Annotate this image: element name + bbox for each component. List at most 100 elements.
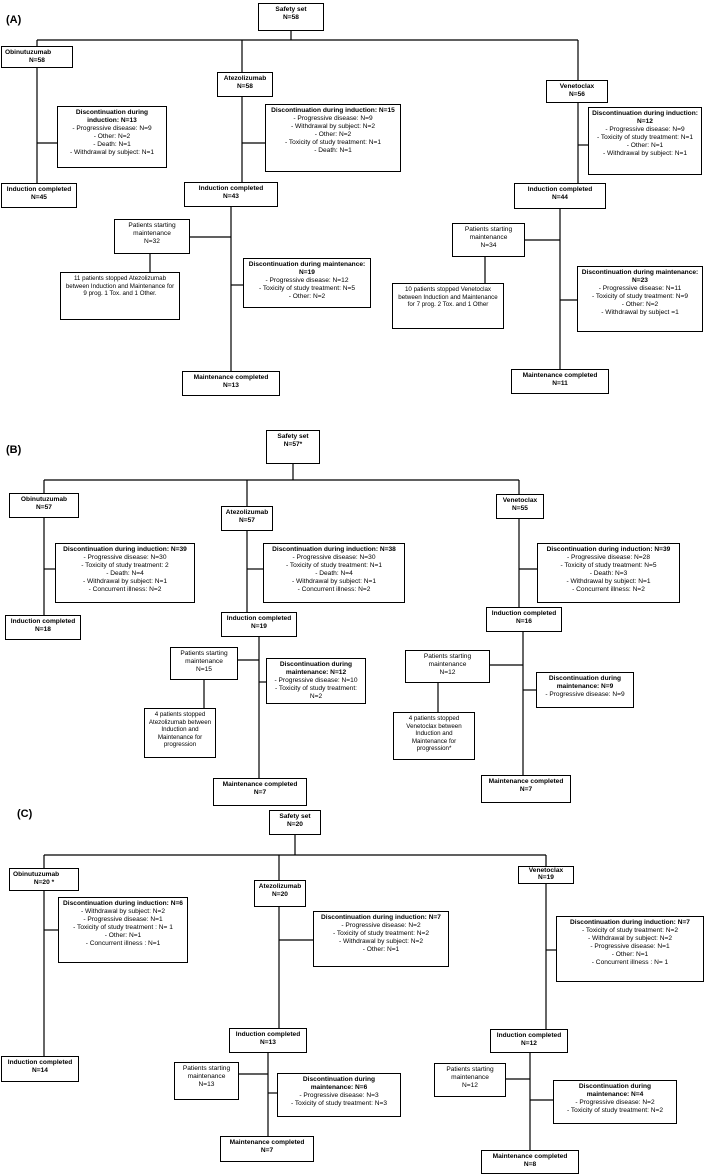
a-vene-start-n: N=34 [480,242,497,250]
b-obi-disc-induction: Discontinuation during induction: N=39 -… [55,543,195,603]
a-obi-n: N=58 [29,57,45,65]
c-vene-disc-item: - Progressive disease: N=1 [590,943,670,951]
b-atezo-disc-item: - Toxicity of study treatment: N=1 [285,562,383,570]
a-vene-dm-item: - Withdrawal by subject =1 [601,309,679,317]
a-atezo-disc-induction: Discontinuation during induction: N=15 -… [265,104,401,172]
b-vene-ind-n: N=16 [516,618,532,626]
c-vene-ind-title: Induction completed [496,1032,562,1039]
c-atezo-start-title: Patients starting maintenance [182,1065,231,1081]
c-vene-maintenance-completed: Maintenance completed N=8 [481,1150,579,1174]
a-vene-starting-maintenance: Patients starting maintenance N=34 [452,223,525,257]
b-atezo-dm-item: - Progressive disease: N=10 [274,677,358,685]
b-obi-disc-item: - Death: N=4 [106,570,144,578]
b-atezo-dm-title: Discontinuation during maintenance: N=12 [279,661,353,677]
a-safety-set: Safety set N=58 [258,3,324,31]
b-vene-name: Venetoclax [502,497,538,504]
a-obi-disc-item: - Death: N=1 [93,141,131,149]
c-obi-disc-title: Discontinuation during induction: N=6 [63,900,183,907]
c-vene-mc-title: Maintenance completed [492,1153,568,1160]
c-atezo-maintenance-completed: Maintenance completed N=7 [220,1136,314,1162]
a-obi-disc-item: - Withdrawal by subject: N=1 [69,149,155,157]
b-obi-induction-completed: Induction completed N=18 [5,615,81,640]
c-obi-ind-n: N=14 [32,1067,48,1075]
b-atezo-disc-maintenance: Discontinuation during maintenance: N=12… [266,658,366,704]
c-atezo-disc-item: - Toxicity of study treatment: N=2 [332,930,430,938]
c-obi-disc-induction: Discontinuation during induction: N=6 - … [58,897,188,963]
b-atezo-disc-induction: Discontinuation during induction: N=38 -… [263,543,405,603]
c-vene-disc-item: - Other: N=1 [611,951,649,959]
b-vene-start-n: N=12 [439,669,456,677]
c-atezo-name: Atezolizumab [258,883,302,890]
a-obi-induction-completed: Induction completed N=45 [1,183,77,208]
b-atezo-dm-item: - Toxicity of study treatment: N=2 [275,685,357,701]
a-vene-dm-item: - Toxicity of study treatment: N=9 [591,293,689,301]
b-atezo-disc-title: Discontinuation during induction: N=38 [272,546,396,553]
b-atezo-disc-item: - Death: N=4 [315,570,353,578]
b-vene-starting-maintenance: Patients starting maintenance N=12 [405,650,490,683]
a-atezo-mc-n: N=13 [223,382,239,390]
b-atezolizumab-arm: Atezolizumab N=57 [221,506,273,531]
b-atezo-n: N=57 [239,517,255,525]
b-atezo-ind-n: N=19 [251,623,267,631]
b-obi-n: N=57 [36,504,52,512]
a-vene-ind-title: Induction completed [527,186,593,193]
b-vene-ind-title: Induction completed [491,610,557,617]
b-vene-mc-n: N=7 [519,786,533,794]
a-atezo-dm-title: Discontinuation during maintenance: N=19 [248,261,366,277]
a-safety-n: N=58 [283,14,299,22]
c-vene-induction-completed: Induction completed N=12 [490,1029,568,1053]
c-obi-disc-item: - Other: N=1 [104,932,142,940]
c-vene-disc-induction: Discontinuation during induction: N=7 - … [556,916,704,982]
a-vene-mc-n: N=11 [552,380,568,388]
b-atezo-stopped-note: 4 patients stopped Atezolizumab between … [144,708,216,758]
a-obi-disc-induction: Discontinuation during induction: N=13 -… [57,106,167,168]
c-vene-start-title: Patients starting maintenance [446,1066,494,1082]
a-vene-start-title: Patients starting maintenance [464,226,513,242]
a-vene-stopped-note: 10 patients stopped Venetoclax between I… [392,283,504,329]
b-obi-ind-n: N=18 [35,626,51,634]
c-atezo-induction-completed: Induction completed N=13 [229,1028,307,1053]
a-obi-ind-title: Induction completed [6,186,72,193]
panel-label-c: (C) [17,808,33,820]
b-atezo-disc-item: - Concurrent illness: N=2 [297,586,371,594]
b-vene-dm-title: Discontinuation during maintenance: N=9 [548,675,622,691]
a-obi-disc-title: Discontinuation during induction: N=13 [75,109,149,125]
b-atezo-mc-n: N=7 [253,789,267,797]
c-obi-n: N=20 * [33,879,55,887]
b-atezo-mc-title: Maintenance completed [222,781,298,788]
c-atezo-mc-n: N=7 [260,1147,274,1155]
a-obi-name: Obinutuzumab [5,49,52,56]
b-vene-mc-title: Maintenance completed [488,778,564,785]
c-atezo-disc-title: Discontinuation during induction: N=7 [321,914,441,921]
a-atezo-mc-title: Maintenance completed [193,374,269,381]
c-atezo-disc-item: - Progressive disease: N=2 [341,922,421,930]
a-vene-dm-item: - Other: N=2 [621,301,659,309]
c-vene-name: Venetoclax [528,867,564,874]
c-venetoclax-arm: Venetoclax N=19 [518,866,574,884]
a-vene-disc-induction: Discontinuation during induction: N=12 -… [588,107,702,175]
b-vene-disc-item: - Death: N=3 [589,570,628,578]
a-atezo-dm-item: - Other: N=2 [288,293,326,301]
c-obi-disc-item: - Toxicity of study treatment : N= 1 [73,924,173,932]
c-obinutuzumab-arm: Obinutuzumab N=20 * [9,868,79,891]
c-vene-ind-n: N=12 [521,1040,537,1048]
a-atezo-start-n: N=32 [144,238,160,246]
a-atezo-ind-n: N=43 [223,193,239,201]
a-vene-dm-title: Discontinuation during maintenance: N=23 [581,269,699,285]
b-atezo-name: Atezolizumab [225,509,269,516]
b-atezo-ind-title: Induction completed [226,615,292,622]
a-atezo-disc-item: - Progressive disease: N=9 [293,115,373,123]
panel-label-b: (B) [6,444,22,456]
b-safety-title: Safety set [277,433,309,440]
a-atezo-disc-item: - Death: N=1 [314,147,352,155]
a-vene-n: N=56 [569,91,585,99]
c-atezo-ind-title: Induction completed [235,1031,301,1038]
a-atezo-dm-item: - Toxicity of study treatment: N=5 [258,285,356,293]
c-vene-starting-maintenance: Patients starting maintenance N=12 [434,1063,506,1097]
c-vene-start-n: N=12 [462,1082,478,1090]
b-atezo-maintenance-completed: Maintenance completed N=7 [213,778,307,806]
b-atezo-disc-item: - Progressive disease: N=30 [292,554,376,562]
a-atezo-induction-completed: Induction completed N=43 [184,182,278,207]
a-atezo-disc-item: - Withdrawal by subject: N=2 [290,123,376,131]
b-atezo-start-title: Patients starting maintenance [180,650,228,666]
